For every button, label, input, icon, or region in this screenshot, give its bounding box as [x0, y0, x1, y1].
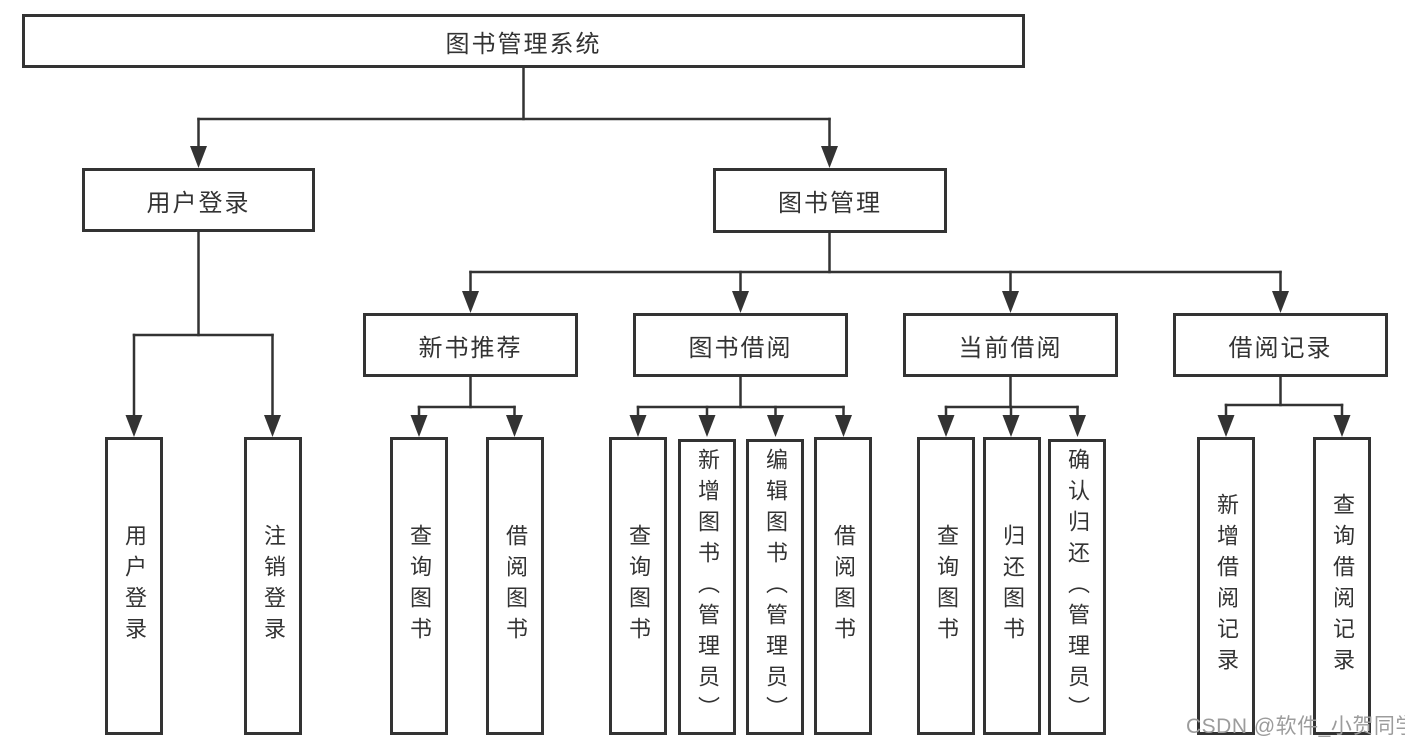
node-leaf-edit-books-admin: 编辑图书（管理员）	[746, 439, 804, 735]
node-label: 新增图书（管理员）	[695, 447, 720, 727]
node-label: 确认归还（管理员）	[1065, 447, 1090, 727]
csdn-watermark: CSDN @软件_小贺同学	[1186, 715, 1405, 738]
node-label: 借阅图书	[831, 524, 856, 648]
node-label: 当前借阅	[958, 334, 1063, 362]
node-leaf-add-borrow-record: 新增借阅记录	[1197, 437, 1255, 735]
node-label: 查询图书	[407, 524, 432, 648]
node-leaf-logout: 注销登录	[244, 437, 302, 735]
node-leaf-return-books: 归还图书	[983, 437, 1041, 735]
node-label: 图书管理系统	[445, 30, 602, 58]
node-label: 归还图书	[1000, 524, 1025, 648]
node-label: 查询借阅记录	[1330, 493, 1355, 679]
node-borrowing-records: 借阅记录	[1173, 313, 1388, 377]
node-leaf-confirm-return-admin: 确认归还（管理员）	[1048, 439, 1106, 735]
node-leaf-borrow-books: 借阅图书	[814, 437, 872, 735]
node-leaf-query-books: 查询图书	[609, 437, 667, 735]
node-label: 新增借阅记录	[1214, 493, 1239, 679]
node-label: 借阅图书	[503, 524, 528, 648]
node-label: 注销登录	[261, 524, 286, 648]
node-label: 用户登录	[122, 524, 147, 648]
node-library-management-system: 图书管理系统	[22, 14, 1025, 68]
node-book-borrowing: 图书借阅	[633, 313, 848, 377]
node-label: 新书推荐	[418, 334, 523, 362]
node-label: 编辑图书（管理员）	[763, 447, 788, 727]
node-new-book-recommendation: 新书推荐	[363, 313, 578, 377]
node-book-management-module: 图书管理	[713, 168, 947, 233]
node-leaf-add-books-admin: 新增图书（管理员）	[678, 439, 736, 735]
node-label: 查询图书	[934, 524, 959, 648]
node-label: 图书借阅	[688, 334, 793, 362]
node-label: 图书管理	[778, 190, 882, 217]
node-current-borrowing: 当前借阅	[903, 313, 1118, 377]
node-label: 借阅记录	[1228, 334, 1333, 362]
node-leaf-borrow-books: 借阅图书	[486, 437, 544, 735]
node-leaf-query-books: 查询图书	[390, 437, 448, 735]
node-leaf-query-borrow-record: 查询借阅记录	[1313, 437, 1371, 735]
node-leaf-user-login: 用户登录	[105, 437, 163, 735]
node-user-login-module: 用户登录	[82, 168, 315, 232]
node-label: 查询图书	[626, 524, 651, 648]
node-leaf-query-books: 查询图书	[917, 437, 975, 735]
node-label: 用户登录	[146, 189, 251, 217]
